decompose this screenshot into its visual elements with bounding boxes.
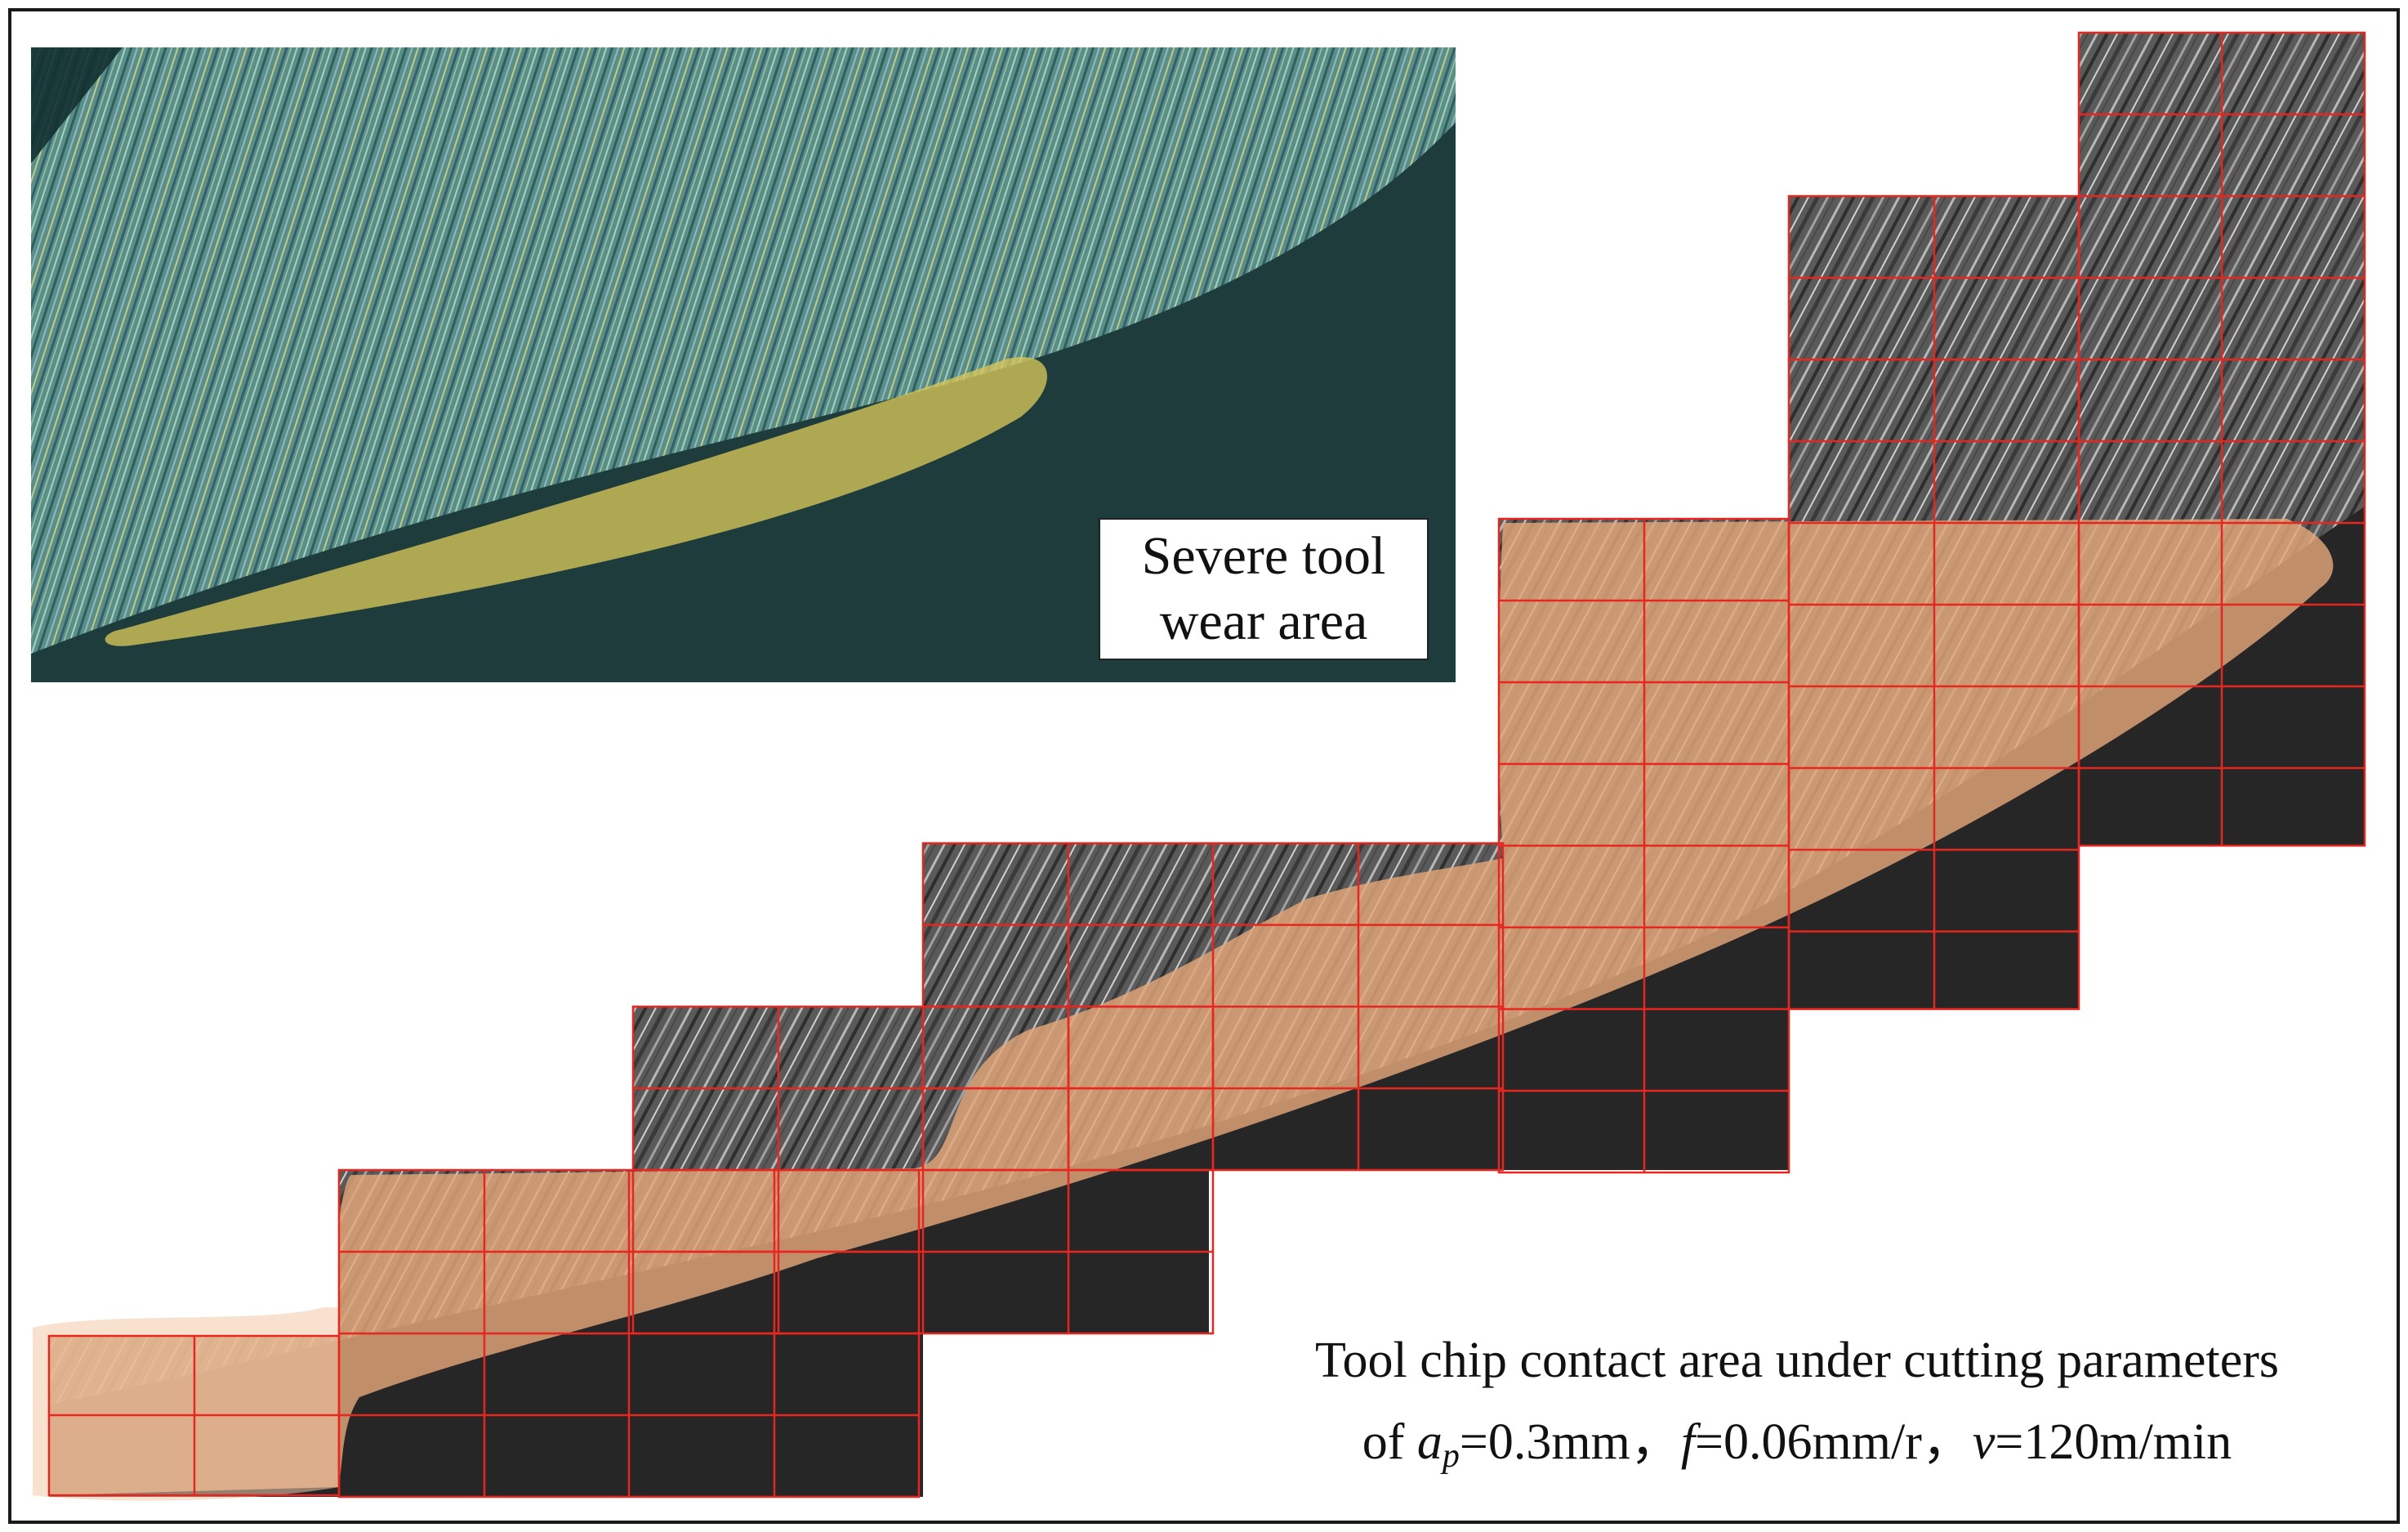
caption-line1: Tool chip contact area under cutting par… <box>1314 1333 2280 1388</box>
inset-micrograph <box>31 47 1456 682</box>
figure-caption: Tool chip contact area under cutting par… <box>1209 1320 2385 1483</box>
wear-label-line2: wear area <box>1159 592 1368 651</box>
wear-area-label: Severe tool wear area <box>1099 518 1429 660</box>
caption-line2: of ap=0.3mm，f=0.06mm/r，v=120m/min <box>1362 1414 2232 1475</box>
measurement-grid <box>47 31 2366 1499</box>
wear-label-line1: Severe tool <box>1141 526 1386 586</box>
wear-area-highlight <box>105 357 1048 646</box>
